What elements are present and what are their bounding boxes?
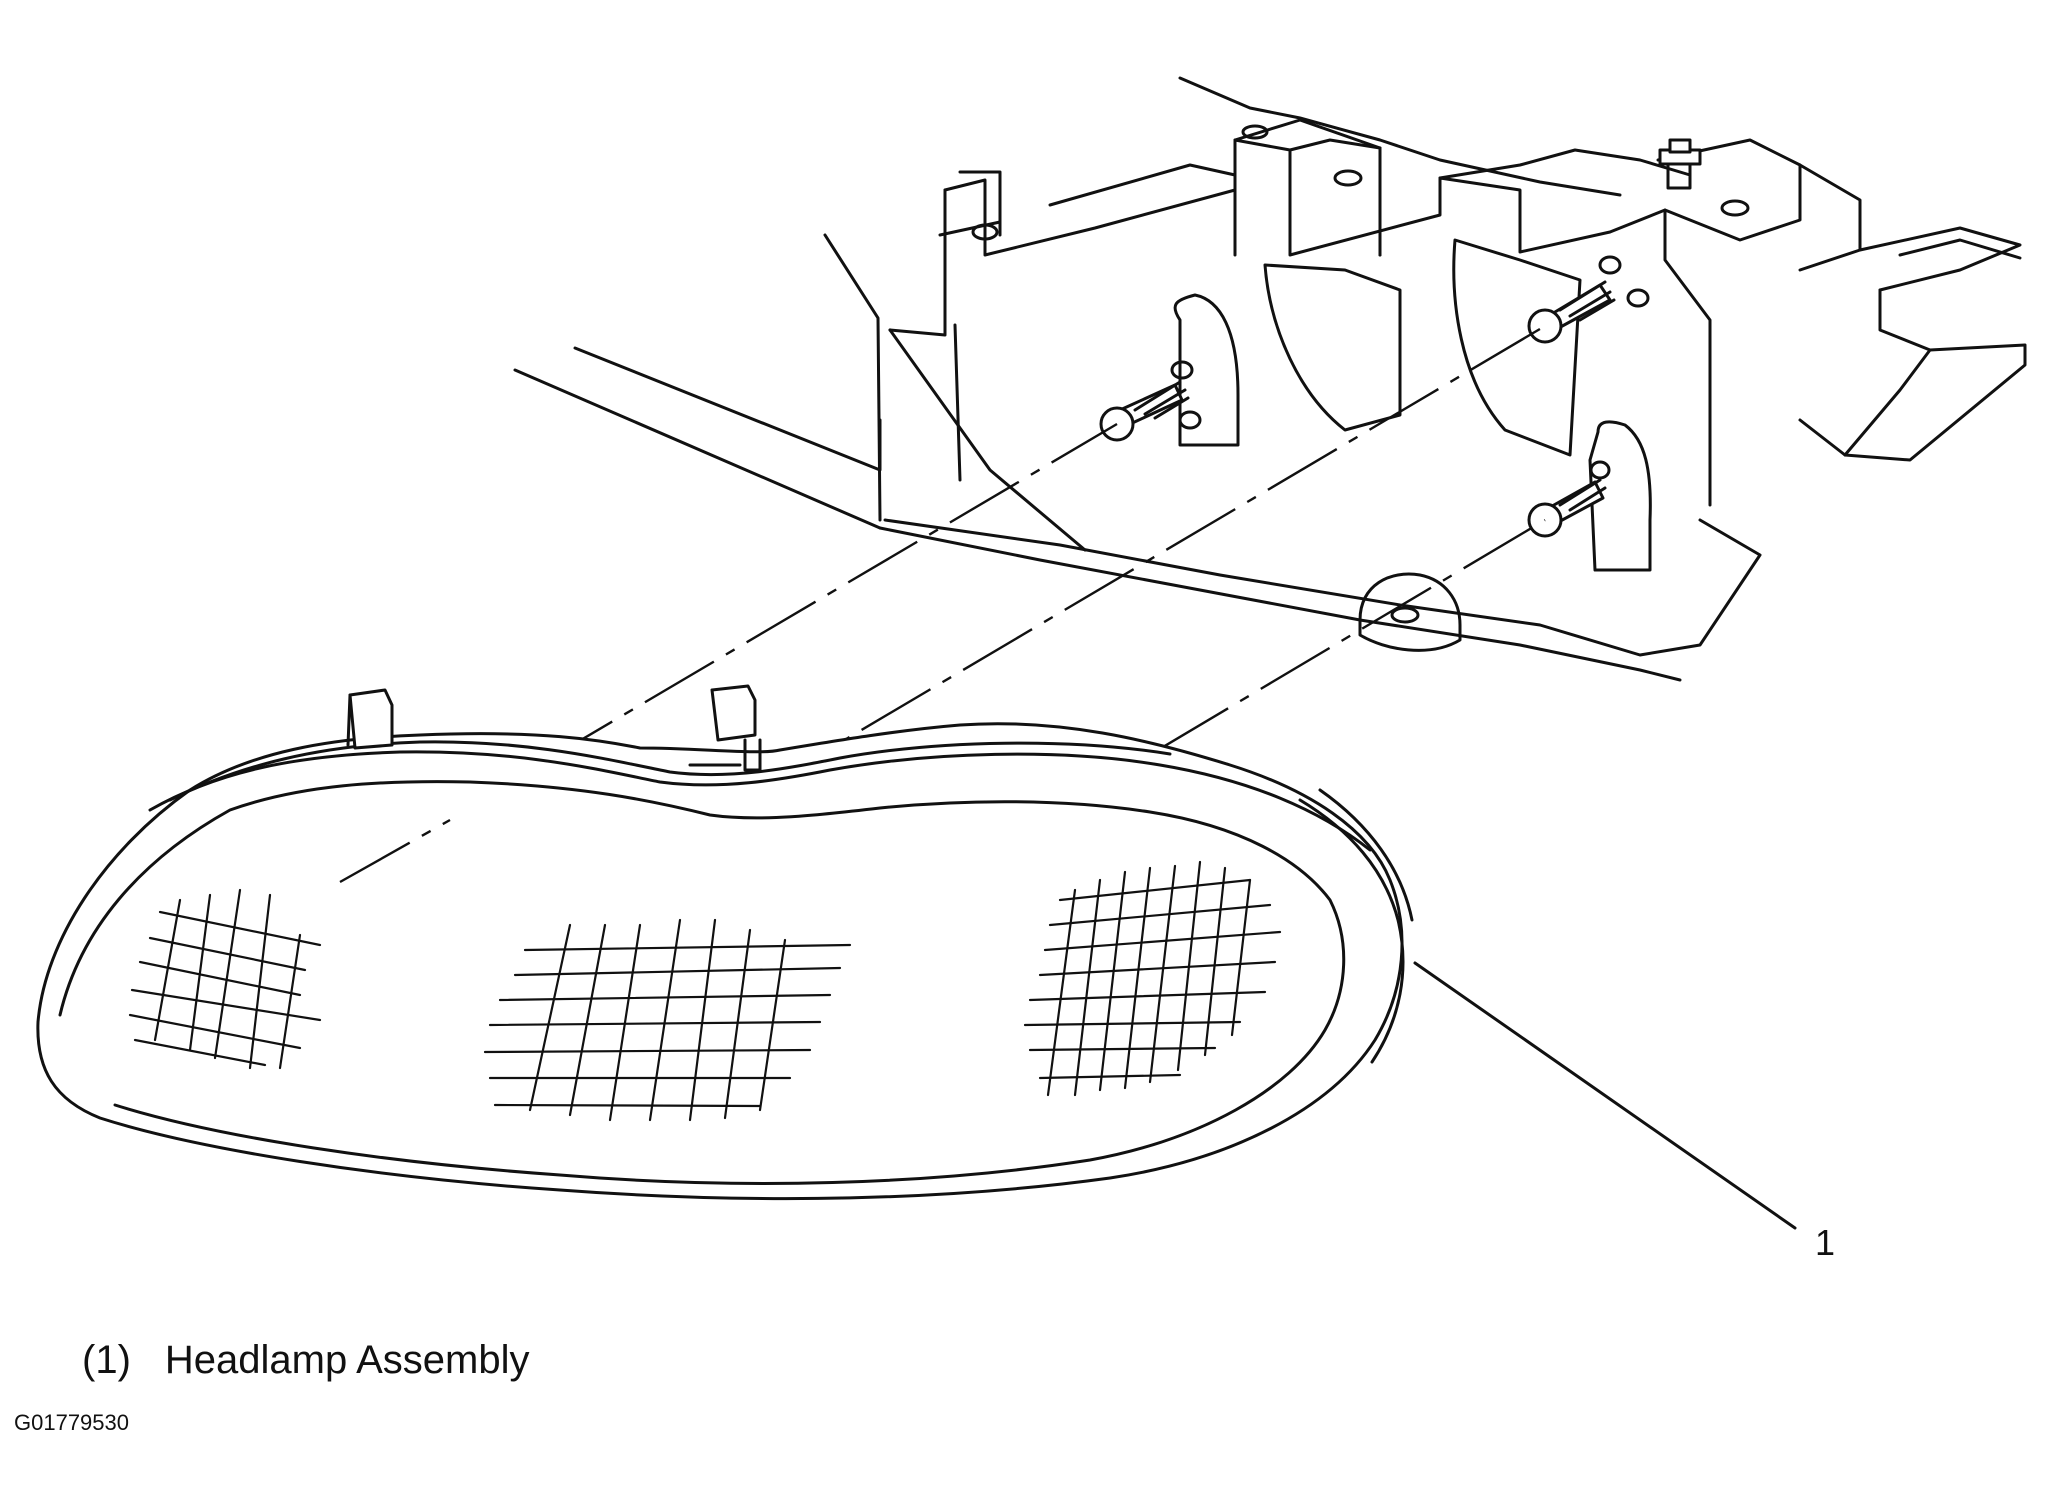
figure-id: G01779530 (14, 1410, 129, 1435)
lens-grid-right (1023, 860, 1282, 1097)
top-bolt (1658, 138, 1702, 190)
headlamp-assembly (36, 684, 1414, 1201)
lens-grid-left (128, 888, 322, 1070)
lens-grid-center (483, 918, 852, 1122)
callout-number: 1 (1815, 1222, 1835, 1263)
legend: (1) Headlamp Assembly (82, 1338, 530, 1383)
legend-label: Headlamp Assembly (164, 1338, 530, 1382)
mounting-structure (513, 76, 2027, 682)
legend-number: (1) (82, 1338, 131, 1382)
callout-1: 1 (1413, 961, 1835, 1263)
